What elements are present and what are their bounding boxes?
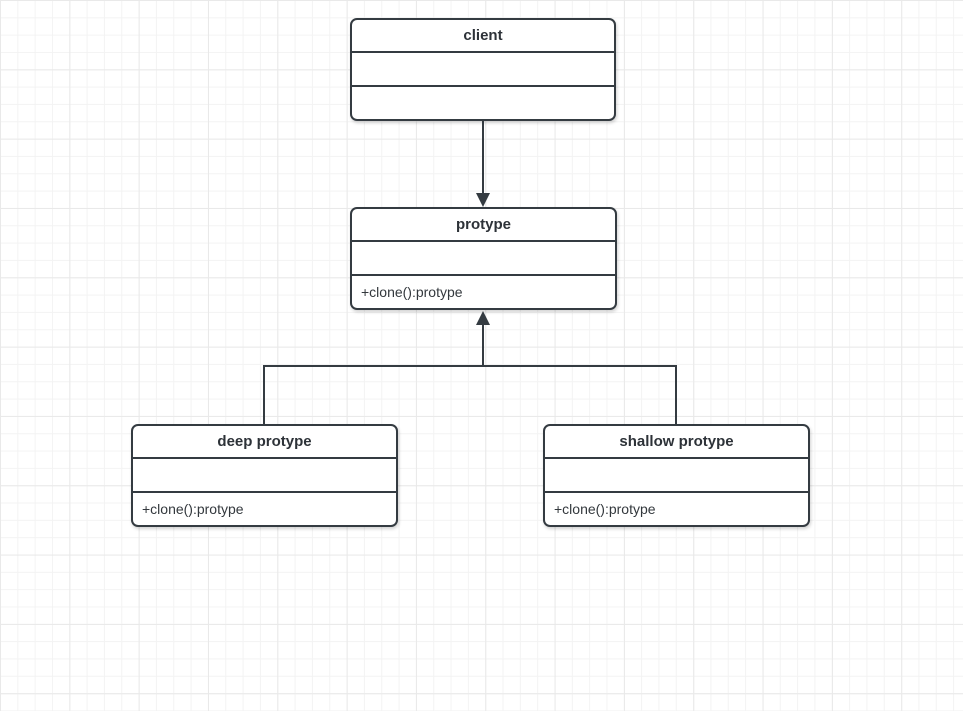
class-title: client bbox=[352, 20, 614, 53]
class-title: protype bbox=[352, 209, 615, 242]
class-title: shallow protype bbox=[545, 426, 808, 459]
class-attributes-compartment bbox=[352, 242, 615, 276]
class-box-protype[interactable]: protype +clone():protype bbox=[350, 207, 617, 310]
class-box-client[interactable]: client bbox=[350, 18, 616, 121]
connector-line bbox=[482, 324, 484, 367]
class-attributes-compartment bbox=[133, 459, 396, 493]
class-box-deep-protype[interactable]: deep protype +clone():protype bbox=[131, 424, 398, 527]
class-box-shallow-protype[interactable]: shallow protype +clone():protype bbox=[543, 424, 810, 527]
class-title: deep protype bbox=[133, 426, 396, 459]
arrowhead-down-icon bbox=[476, 193, 490, 207]
class-methods-compartment: +clone():protype bbox=[361, 284, 463, 300]
arrowhead-up-icon bbox=[476, 311, 490, 325]
class-methods-compartment: +clone():protype bbox=[142, 501, 244, 517]
class-methods-compartment: +clone():protype bbox=[554, 501, 656, 517]
connector-line bbox=[263, 365, 265, 424]
class-methods-compartment bbox=[352, 87, 614, 119]
class-attributes-compartment bbox=[545, 459, 808, 493]
connector-line bbox=[263, 365, 677, 367]
connector-line bbox=[482, 121, 484, 194]
connector-line bbox=[675, 365, 677, 424]
class-attributes-compartment bbox=[352, 53, 614, 87]
